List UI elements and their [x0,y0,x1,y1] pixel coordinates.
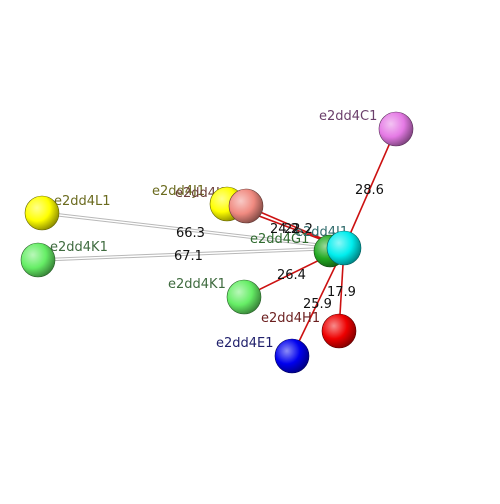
node-label-e2dd4C1: e2dd4C1 [319,109,377,124]
edge-line-e2dd4L1-1 [41,213,345,250]
edge-label-e2dd4C1: 28.6 [355,183,384,198]
node-label-e2dd4J1: e2dd4J1 [152,184,205,199]
node-sphere-e2dd4K1_mid[interactable] [226,279,262,315]
nodes-layer [20,111,414,374]
labels-layer: 66.3 67.1 28.6 24.222.2 26.4 17.925.9 [174,183,384,312]
node-label-e2dd4G1: e2dd4G1 [250,232,309,247]
edge-label-e2dd4H1: 17.9 [327,285,356,300]
node-label-e2dd4K1_left: e2dd4K1 [50,240,108,255]
edge-label-e2dd4L1: 66.3 [176,226,205,241]
node-label-e2dd4H1: e2dd4H1 [261,311,320,326]
edge-label-e2dd4E1: 25.9 [303,297,332,312]
node-label-e2dd4L1: e2dd4L1 [54,194,111,209]
edge-label-e2dd4I1: 24.2 [270,222,299,237]
node-sphere-e2dd4C1[interactable] [378,111,414,147]
edge-label-e2dd4J1: 22.2 [284,222,313,237]
node-label-e2dd4K1_mid: e2dd4K1 [168,277,226,292]
node-sphere-e2dd4I1_center[interactable] [326,230,362,266]
node-label-e2dd4E1: e2dd4E1 [216,336,274,351]
node-sphere-e2dd4K1_left[interactable] [20,242,56,278]
edge-line-e2dd4K1_left-0 [37,246,345,260]
node-sphere-e2dd4E1[interactable] [274,338,310,374]
node-sphere-e2dd4I1[interactable] [228,188,264,224]
edge-label-e2dd4K1_left: 67.1 [174,249,203,264]
edge-line-e2dd4K1_left-1 [37,248,345,262]
node-labels-layer: e2dd4L1e2dd4K1e2dd4J1e2dd4I1e2dd4C1e2dd4… [50,109,377,351]
node-sphere-e2dd4L1[interactable] [24,195,60,231]
edge-line-e2dd4L1-0 [41,211,345,248]
edge-line-e2dd4C1 [343,128,397,249]
node-sphere-e2dd4H1[interactable] [321,313,357,349]
edge-label-e2dd4K1_mid: 26.4 [277,268,306,283]
